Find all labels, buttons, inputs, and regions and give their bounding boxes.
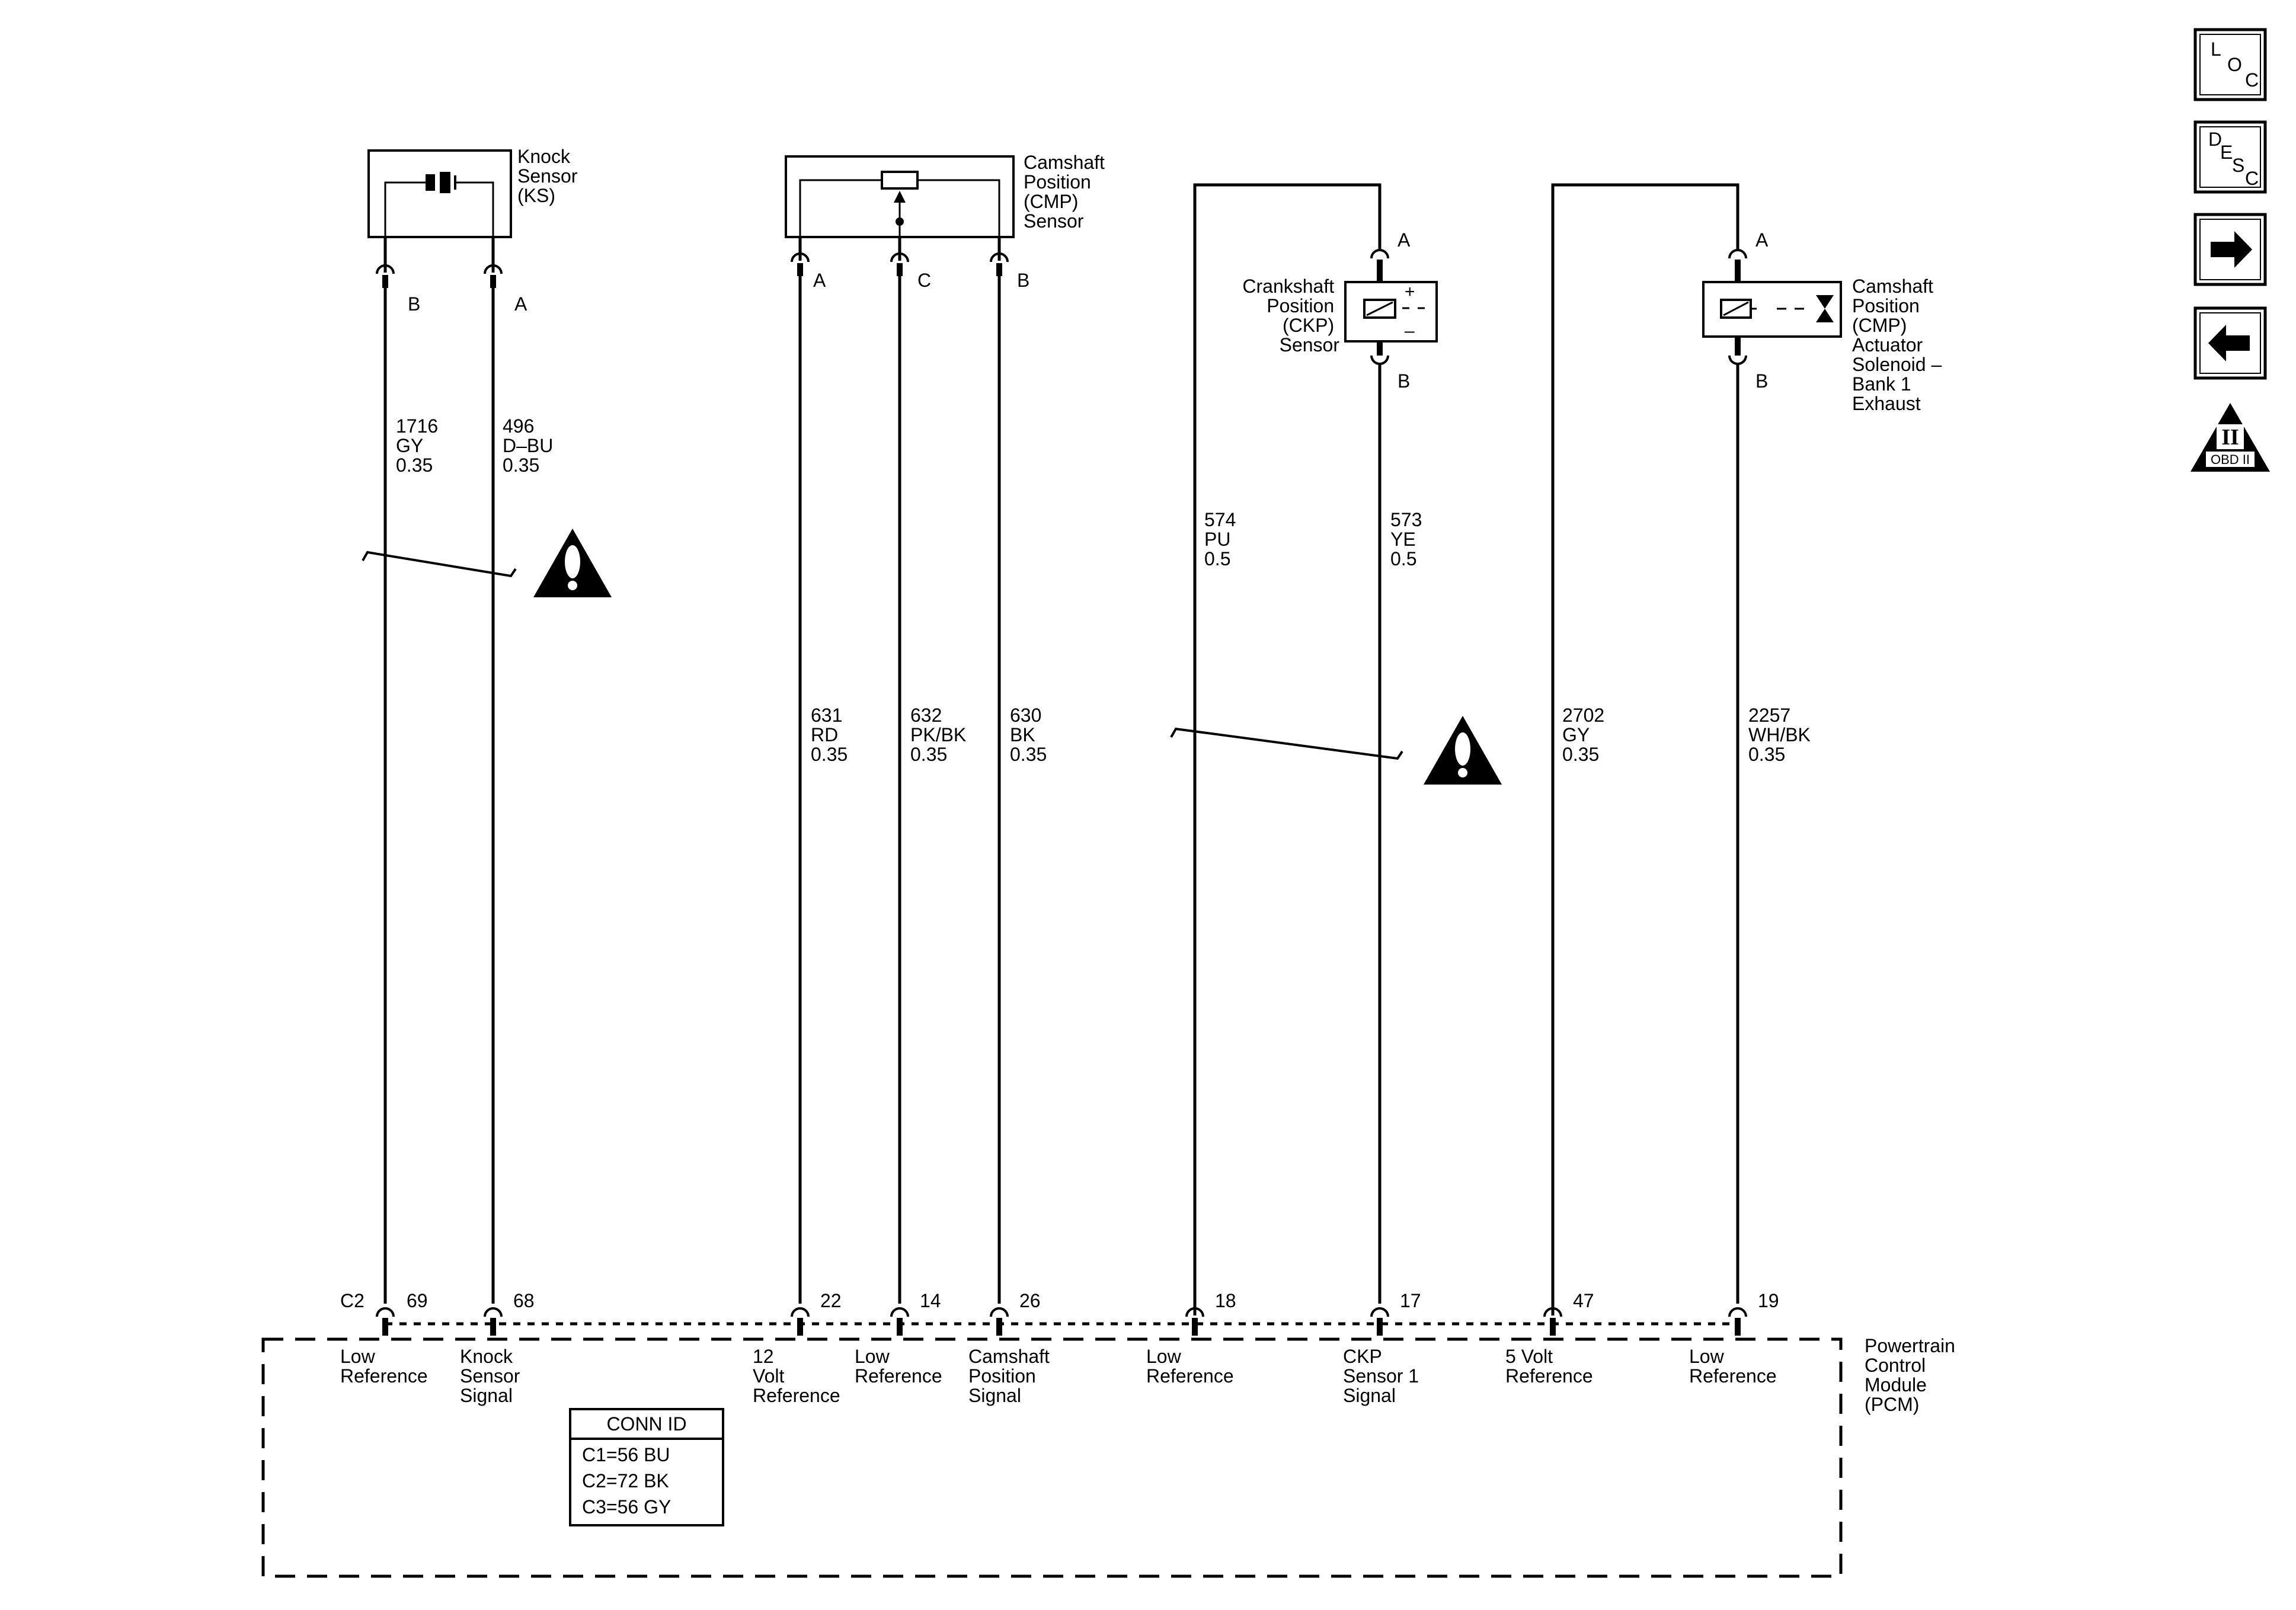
svg-text:L: L	[2211, 39, 2221, 60]
obd-ii-button[interactable]: II OBD II	[2191, 403, 2270, 472]
connector-id-label: C2	[340, 1290, 364, 1311]
ckp-sensor: + – A B Crankshaft Position (CKP) Sensor	[1193, 183, 1438, 1315]
svg-text:E: E	[2220, 142, 2233, 163]
conn-id-row: C1=56 BU	[582, 1444, 670, 1465]
knock-sensor-label: Knock Sensor (KS)	[517, 146, 583, 206]
pcm-pin-cavity	[890, 1307, 909, 1336]
conn-id-row: C2=72 BK	[582, 1470, 669, 1491]
pin-label: B	[1017, 270, 1029, 291]
pin-label: A	[1398, 229, 1411, 251]
svg-text:O: O	[2227, 54, 2242, 75]
pcm-pin-number: 18	[1215, 1290, 1236, 1311]
ckp-sensor-label: Crankshaft Position (CKP) Sensor	[1242, 276, 1339, 356]
pcm-pin-number: 17	[1400, 1290, 1421, 1311]
pin-label: A	[813, 270, 826, 291]
next-page-button[interactable]	[2193, 213, 2267, 286]
svg-text:S: S	[2232, 155, 2244, 176]
arrow-right-icon	[2211, 231, 2252, 268]
loc-button[interactable]: L O C	[2193, 28, 2267, 101]
conn-id-row: C3=56 GY	[582, 1496, 671, 1518]
pin-label: C	[917, 270, 931, 291]
pcm-pin-cavity	[1543, 1307, 1562, 1336]
pin-label: B	[408, 293, 420, 315]
cmp-sensor-label: Camshaft Position (CMP) Sensor	[1024, 152, 1110, 232]
top-connectors: B A A C B	[376, 237, 1029, 315]
pin-label: A	[514, 293, 527, 315]
pcm-pin-number: 47	[1573, 1290, 1594, 1311]
conn-id-table: CONN ID C1=56 BU C2=72 BK C3=56 GY	[569, 1408, 724, 1526]
pcm-pin-cavity	[1728, 1307, 1747, 1336]
wires	[383, 276, 1739, 1304]
pcm-pin-cavity	[1185, 1307, 1204, 1336]
pcm-pin-cavity	[484, 1307, 503, 1336]
pin-label: A	[1755, 229, 1769, 251]
cmp-sensor: Camshaft Position (CMP) Sensor	[785, 152, 1110, 238]
ckp-minus: –	[1405, 321, 1415, 341]
pcm-pin-number: 14	[920, 1290, 941, 1311]
obd-numeral: II	[2221, 425, 2239, 450]
svg-text:C: C	[2245, 168, 2259, 189]
pin-label: B	[1755, 370, 1768, 392]
pcm-label: Powertrain Control Module (PCM)	[1865, 1335, 1961, 1415]
arrow-left-icon	[2208, 325, 2250, 361]
pcm-connector: C2 69 68 22 14 26 18 17 47 19	[340, 1290, 1779, 1336]
obd-label: OBD II	[2211, 452, 2250, 467]
pcm-pin-cavity	[990, 1307, 1009, 1336]
pcm-pin-number: 68	[513, 1290, 535, 1311]
pcm-pin-cavity	[1370, 1307, 1389, 1336]
pcm-pin-cavity	[376, 1307, 395, 1336]
pin-label: B	[1398, 370, 1410, 392]
pcm-pin-number: 22	[820, 1290, 842, 1311]
svg-text:D: D	[2208, 129, 2222, 150]
shield-marks	[362, 550, 1403, 760]
cmp-actuator-solenoid: A B Camshaft Position (CMP) Actuator Sol…	[1551, 183, 1947, 1315]
pcm-pin-number: 26	[1019, 1290, 1041, 1311]
svg-text:C: C	[2245, 69, 2259, 91]
knock-sensor: Knock Sensor (KS)	[367, 146, 583, 238]
warning-icon	[1424, 716, 1502, 785]
pcm-pin-number: 19	[1758, 1290, 1779, 1311]
cmp-actuator-label: Camshaft Position (CMP) Actuator Solenoi…	[1852, 276, 1947, 414]
conn-id-title: CONN ID	[606, 1413, 686, 1435]
pcm-pin-cavity	[791, 1307, 810, 1336]
desc-button[interactable]: D E S C	[2193, 120, 2267, 194]
ckp-plus: +	[1405, 282, 1415, 302]
pcm-pin-number: 69	[407, 1290, 428, 1311]
previous-page-button[interactable]	[2193, 306, 2267, 380]
warning-icon	[533, 529, 612, 597]
